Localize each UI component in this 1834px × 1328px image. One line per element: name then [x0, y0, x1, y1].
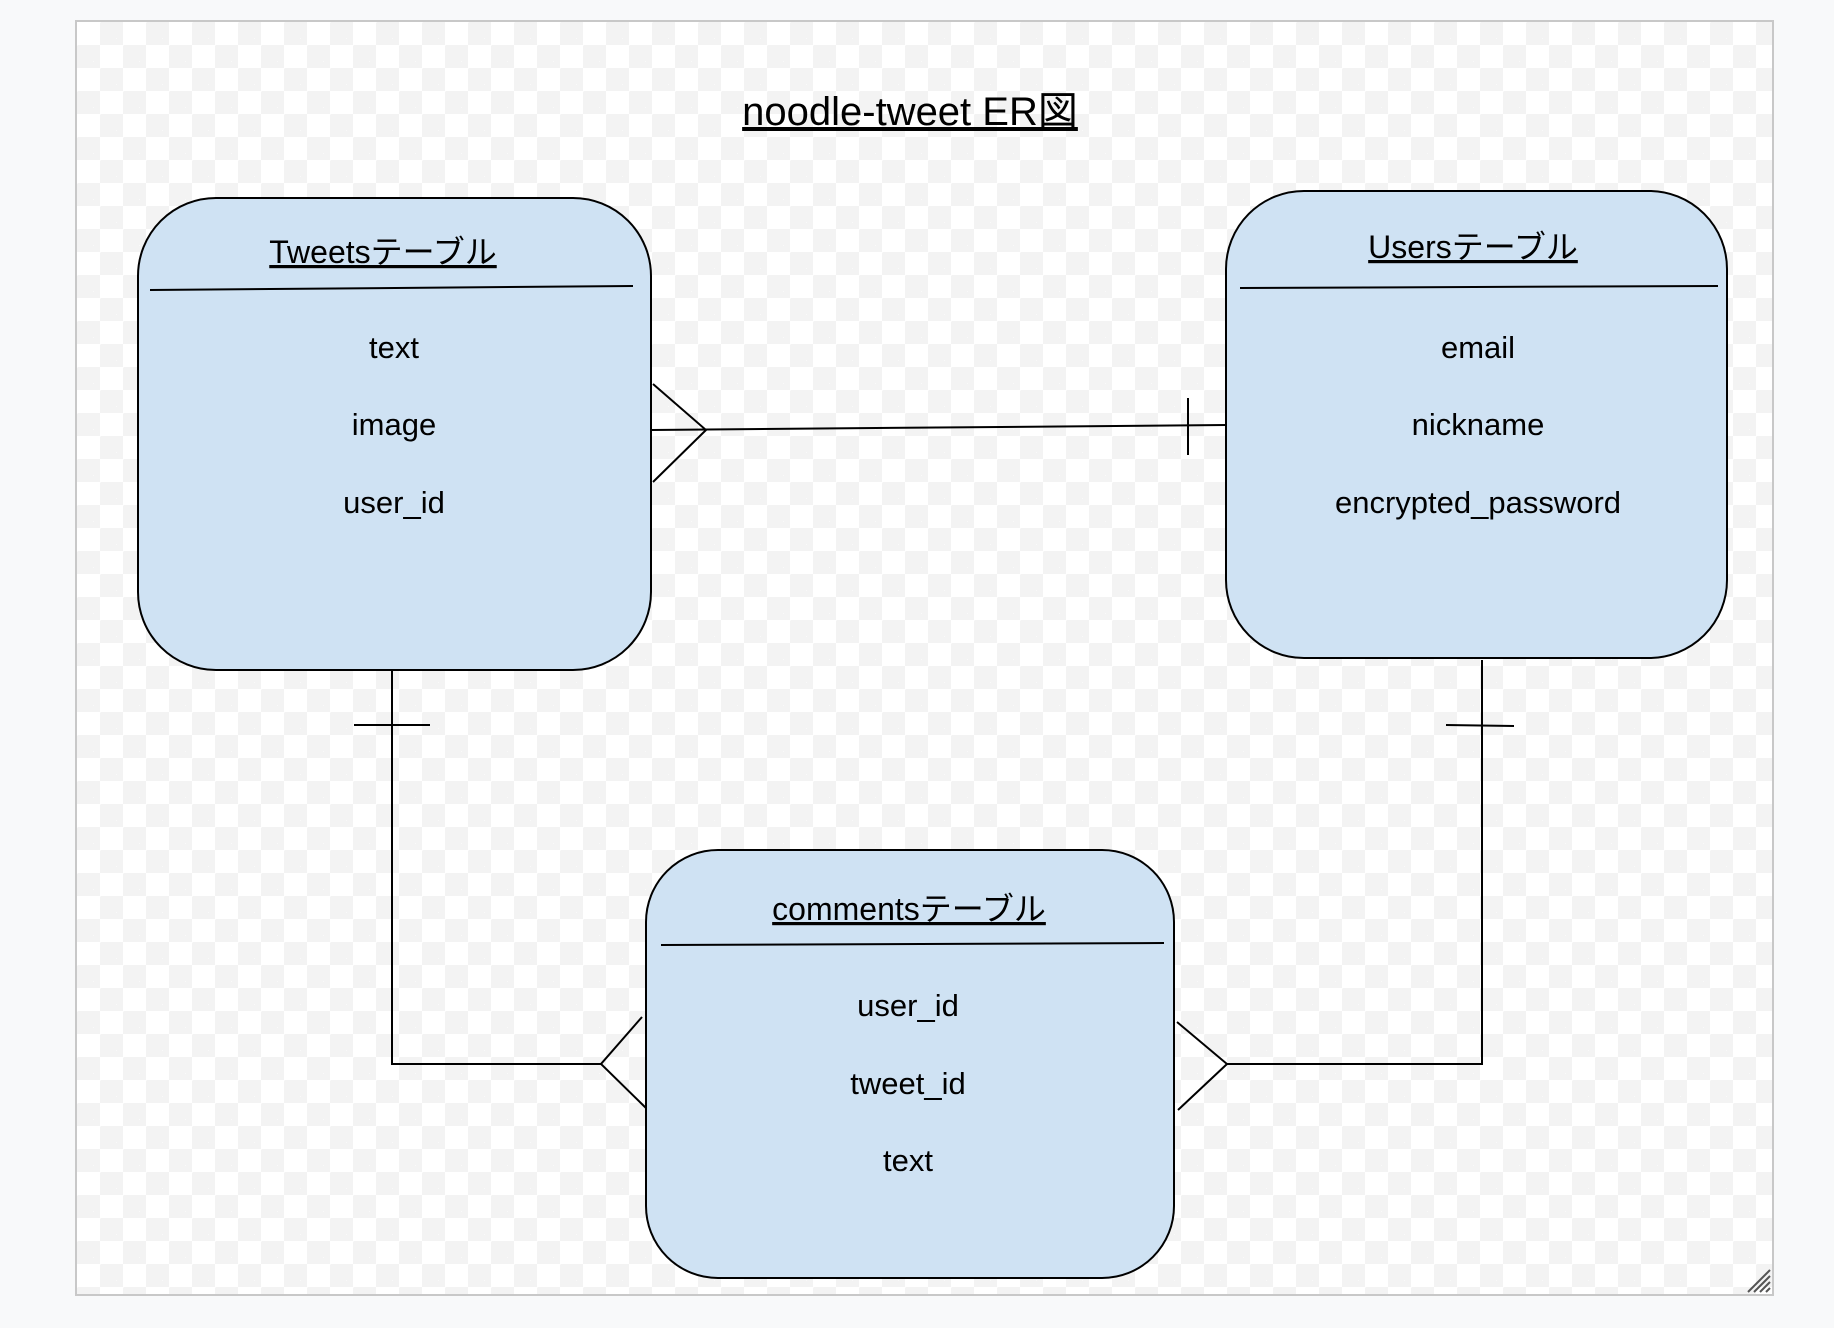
- entity-box: [645, 849, 1175, 1279]
- crows-foot-many: [1176, 1021, 1229, 1111]
- entity-divider: [1239, 285, 1719, 289]
- entity-tweets[interactable]: Tweetsテーブル text image user_id: [137, 197, 652, 671]
- entity-title: commentsテーブル: [772, 891, 1046, 927]
- entity-field: nickname: [1412, 407, 1545, 442]
- entity-divider: [149, 285, 634, 291]
- entity-box: [137, 197, 652, 671]
- crows-foot-many: [652, 383, 708, 483]
- entity-box: [1225, 190, 1728, 659]
- relationship-tweets-comments: [354, 670, 649, 1111]
- entity-users[interactable]: Usersテーブル email nickname encrypted_passw…: [1225, 190, 1728, 659]
- crows-foot-many: [599, 1016, 649, 1111]
- relationship-users-comments: [1176, 660, 1515, 1111]
- entity-comments[interactable]: commentsテーブル user_id tweet_id text: [645, 849, 1175, 1279]
- entity-field: user_id: [857, 988, 959, 1023]
- entity-field: user_id: [343, 485, 445, 520]
- connector-line: [391, 670, 602, 1065]
- resize-handle-icon[interactable]: [1744, 1266, 1772, 1294]
- entity-divider: [660, 942, 1165, 946]
- relationship-users-tweets: [651, 383, 1227, 483]
- entity-field: image: [352, 407, 436, 442]
- entity-field: text: [883, 1143, 933, 1178]
- entity-field: encrypted_password: [1335, 485, 1621, 520]
- cardinality-one-bar: [1445, 724, 1515, 727]
- connector-line: [651, 424, 1227, 431]
- diagram-title: noodle-tweet ER図: [742, 90, 1078, 134]
- entity-title: Tweetsテーブル: [269, 234, 496, 270]
- entity-field: text: [369, 330, 419, 365]
- entity-field: tweet_id: [850, 1066, 965, 1101]
- entity-field: email: [1441, 330, 1515, 365]
- entity-title: Usersテーブル: [1368, 229, 1578, 265]
- connector-line: [1226, 660, 1483, 1065]
